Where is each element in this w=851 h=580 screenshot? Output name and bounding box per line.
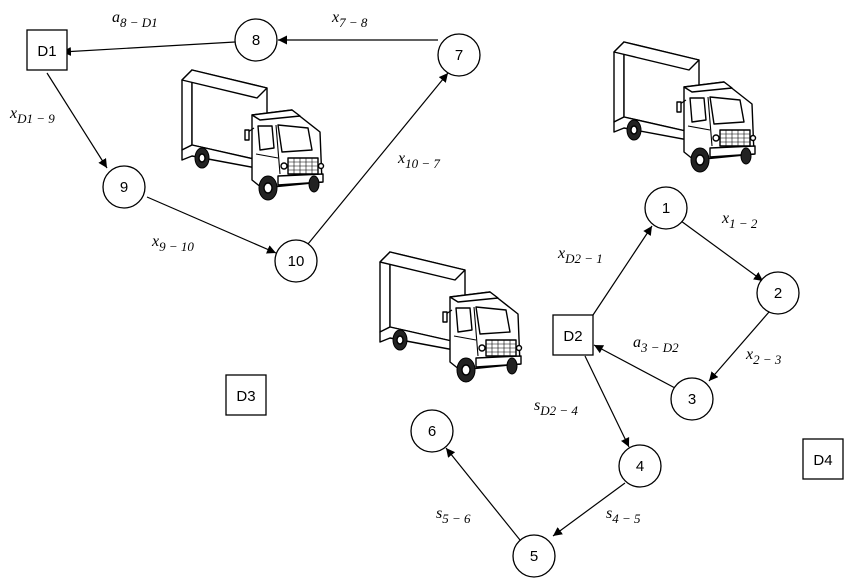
edge-label-a-8-D1: a8 − D1 bbox=[112, 9, 158, 30]
node-label: 10 bbox=[288, 253, 305, 270]
truck-icon bbox=[181, 69, 325, 201]
depot-label: D4 bbox=[813, 452, 832, 469]
truck-icon bbox=[379, 251, 523, 383]
truck-icon bbox=[613, 41, 757, 173]
edge-D2-to-4 bbox=[584, 355, 630, 448]
edge-label-s-5-6: s5 − 6 bbox=[436, 505, 471, 526]
node-label: 8 bbox=[252, 32, 260, 49]
edge-2-to-3 bbox=[708, 311, 770, 382]
node-5: 5 bbox=[512, 534, 556, 578]
edge-label-x-10-7: x10 − 7 bbox=[397, 150, 440, 171]
node-7: 7 bbox=[437, 33, 481, 77]
edge-3-to-D2 bbox=[593, 344, 676, 389]
edge-8-to-D1 bbox=[61, 41, 236, 56]
node-4: 4 bbox=[618, 444, 662, 488]
edge-D2-to-1 bbox=[592, 225, 653, 316]
edge-label-s-D2-4: sD2 − 4 bbox=[534, 397, 578, 418]
depot-label: D1 bbox=[37, 43, 56, 60]
depot-label: D3 bbox=[236, 388, 255, 405]
node-3: 3 bbox=[670, 377, 714, 421]
edge-D1-to-9 bbox=[46, 72, 108, 169]
node-label: 2 bbox=[774, 285, 782, 302]
node-label: 3 bbox=[688, 391, 696, 408]
node-label: 9 bbox=[120, 179, 128, 196]
node-8: 8 bbox=[234, 18, 278, 62]
node-label: 4 bbox=[636, 458, 644, 475]
node-label: 5 bbox=[530, 548, 538, 565]
edge-9-to-10 bbox=[146, 196, 277, 254]
node-label: 1 bbox=[662, 200, 670, 217]
edge-label-s-4-5: s4 − 5 bbox=[606, 505, 641, 526]
node-label: 6 bbox=[428, 423, 436, 440]
node-6: 6 bbox=[410, 409, 454, 453]
depot-D4: D4 bbox=[802, 438, 844, 480]
edge-label-x-D2-1: xD2 − 1 bbox=[557, 245, 603, 266]
edge-label-x-9-10: x9 − 10 bbox=[151, 233, 194, 254]
depot-D1: D1 bbox=[26, 29, 68, 71]
edge-label-x-1-2: x1 − 2 bbox=[721, 210, 758, 231]
depot-label: D2 bbox=[563, 328, 582, 345]
edge-5-to-6 bbox=[445, 447, 521, 541]
node-9: 9 bbox=[102, 165, 146, 209]
depot-D2: D2 bbox=[552, 314, 594, 356]
node-10: 10 bbox=[274, 239, 318, 283]
edge-10-to-7 bbox=[307, 72, 449, 245]
depot-D3: D3 bbox=[225, 374, 267, 416]
node-1: 1 bbox=[644, 186, 688, 230]
edge-label-a-3-D2: a3 − D2 bbox=[633, 334, 679, 355]
edge-1-to-2 bbox=[680, 220, 764, 282]
node-2: 2 bbox=[756, 271, 800, 315]
edge-label-x-2-3: x2 − 3 bbox=[745, 346, 782, 367]
node-label: 7 bbox=[455, 47, 463, 64]
edge-label-x-7-8: x7 − 8 bbox=[331, 9, 368, 30]
edge-label-x-D1-9: xD1 − 9 bbox=[9, 105, 55, 126]
edge-4-to-5 bbox=[552, 482, 626, 537]
